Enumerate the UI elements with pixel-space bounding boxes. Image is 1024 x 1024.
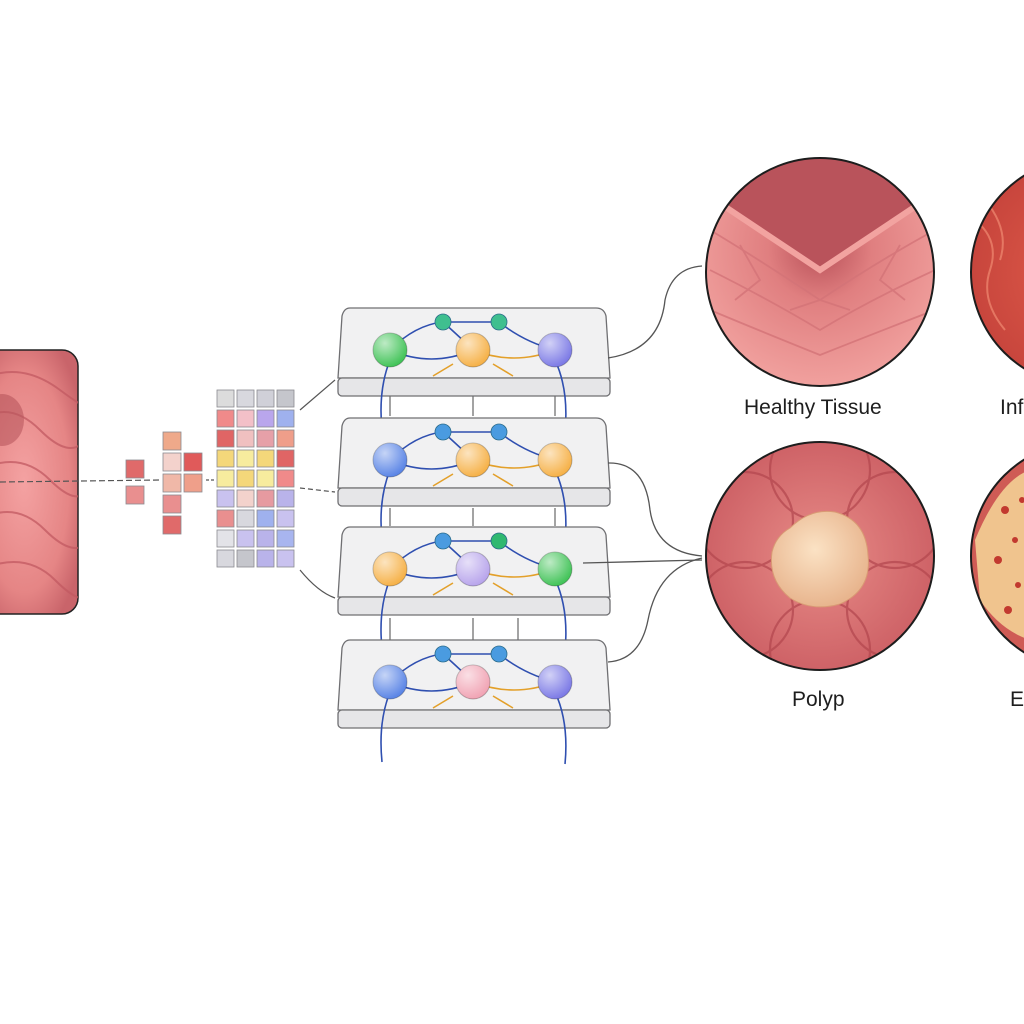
feature-map-cell [256,449,275,468]
layer-node-shine [373,443,407,477]
feature-map-cell [276,409,295,428]
network-layer [337,417,611,543]
feature-map-cell [276,389,295,408]
class-image-fourth [970,458,1024,654]
feature-map-cell [216,509,235,528]
layer-node-shine [456,443,490,477]
layer-top-node [434,532,452,550]
feature-map-cell [236,469,255,488]
feature-map-cell [256,389,275,408]
layer-node-shine [538,333,572,367]
feature-map-cell [125,459,145,479]
feature-map-cell [236,409,255,428]
feature-map-cell [216,489,235,508]
feature-map-cell [216,529,235,548]
layer-node-shine [373,552,407,586]
feature-map-cell [276,469,295,488]
link [432,582,514,596]
network-layer [337,526,611,652]
class-image-polyp [705,441,935,671]
feature-map-cell [216,429,235,448]
layer-top-node [490,313,508,331]
feature-to-layer-connectors [206,379,336,599]
feature-map-large [216,389,295,568]
feature-map-cell [236,529,255,548]
layer-top-node [434,313,452,331]
link [432,363,514,377]
feature-map-cell [216,449,235,468]
layer-top-node [490,532,508,550]
layer-node-shine [456,665,490,699]
layer-node-shine [456,333,490,367]
feature-map-cell [162,431,182,451]
feature-map-cell [276,429,295,448]
layer-top-node [490,645,508,663]
layer-plate-edge [337,487,611,507]
feature-map-cell [256,429,275,448]
link [432,695,514,709]
layer-posts [389,396,556,640]
class-image-healthy-tissue [705,157,935,387]
feature-map-cell [236,509,255,528]
network-layer [337,307,611,433]
feature-map-cell [276,529,295,548]
feature-map-cell [236,429,255,448]
feature-map-cell [256,489,275,508]
feature-map-cell [216,389,235,408]
feature-map-cell [162,515,182,535]
layer-plate-edge [337,596,611,616]
feature-map-cell [236,549,255,568]
feature-map-cell [236,389,255,408]
layer-node-shine [456,552,490,586]
feature-map-cell [216,409,235,428]
layer-plate-edge [337,709,611,729]
output-connectors [582,265,703,663]
feature-map-cell [256,509,275,528]
feature-map-cell [276,509,295,528]
link [432,473,514,487]
class-label-fourth: E [1010,688,1024,711]
class-label-polyp: Polyp [792,688,845,711]
layer-node-shine [538,552,572,586]
feature-map-cell [236,489,255,508]
feature-map-cell [276,489,295,508]
network-layers [337,307,611,765]
feature-map-cell [256,469,275,488]
feature-map-small [125,459,145,505]
layer-node-shine [538,665,572,699]
layer-top-node [434,423,452,441]
polyp-mass [770,510,869,608]
feature-map-cell [216,469,235,488]
layer-node-shine [538,443,572,477]
feature-map-cell [183,473,203,493]
feature-map-cell [125,485,145,505]
layer-node-shine [373,333,407,367]
feature-map-medium [162,431,203,535]
class-label-healthy-tissue: Healthy Tissue [744,396,882,419]
feature-map-cell [162,452,182,472]
layer-top-node [490,423,508,441]
feature-map-cell [276,449,295,468]
feature-map-cell [162,473,182,493]
feature-map-cell [256,529,275,548]
feature-map-cell [183,452,203,472]
feature-map-cell [162,494,182,514]
class-image-inflamed [970,174,1024,370]
layer-top-node [434,645,452,663]
feature-map-cell [256,549,275,568]
feature-map-cell [256,409,275,428]
feature-map-cell [276,549,295,568]
feature-map-cell [216,549,235,568]
layer-node-shine [373,665,407,699]
network-layer [337,639,611,765]
feature-map-cell [236,449,255,468]
class-label-inflamed: Inf [1000,396,1024,419]
layer-plate-edge [337,377,611,397]
